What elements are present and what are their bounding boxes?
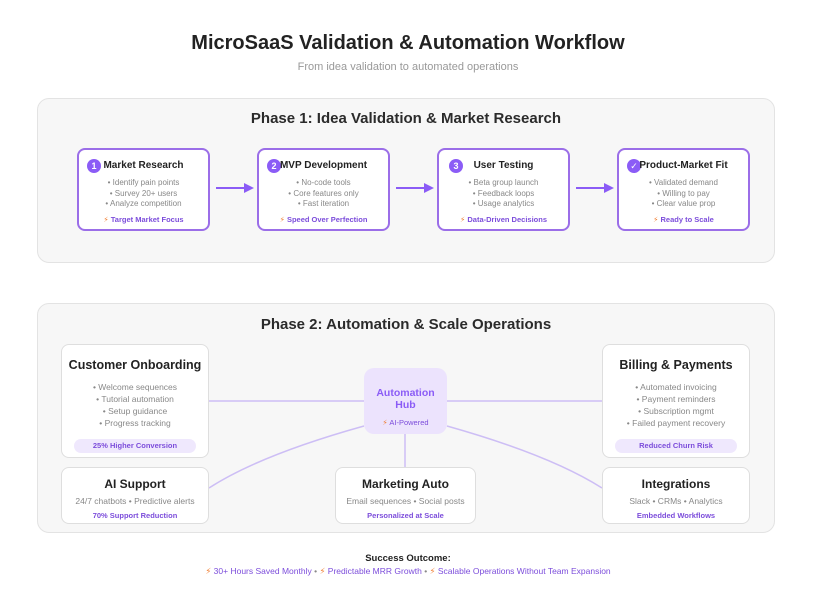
step-detail: • Core features only	[288, 188, 359, 198]
lightning-bolt-icon: ⚡	[205, 566, 212, 576]
metric-pill: 25% Higher Conversion	[74, 439, 196, 453]
step-footer: ⚡ Data-Driven Decisions	[439, 215, 568, 224]
phase-2-title: Phase 2: Automation & Scale Operations	[260, 316, 552, 333]
card-detail: • Subscription mgmt	[638, 406, 714, 416]
hub-footer-text: AI-Powered	[389, 418, 429, 427]
step-detail: • Beta group launch	[468, 178, 539, 187]
metric-pill: Reduced Churn Risk	[615, 439, 737, 453]
step-footer-text: Speed Over Perfection	[286, 215, 368, 224]
card-detail: • Progress tracking	[99, 418, 171, 428]
right-arrow-icon	[396, 183, 434, 193]
lightning-bolt-icon: ⚡	[429, 566, 436, 576]
step-detail: • Feedback loops	[472, 188, 535, 198]
card-detail: Slack • CRMs • Analytics	[629, 496, 723, 506]
lightning-bolt-icon: ⚡	[653, 215, 659, 224]
lightning-bolt-icon: ⚡	[460, 215, 466, 224]
step-title: Product-Market Fit	[639, 160, 728, 171]
card-footer: 70% Support Reduction	[92, 511, 178, 520]
step-footer-text: Target Market Focus	[110, 215, 184, 224]
card-detail: • Failed payment recovery	[626, 418, 726, 428]
step-product-market-fit: ✓ Product-Market Fit • Validated demand …	[617, 148, 750, 231]
card-ai-support: AI Support 24/7 chatbots • Predictive al…	[61, 467, 209, 524]
card-detail: • Tutorial automation	[96, 394, 174, 404]
step-footer-text: Data-Driven Decisions	[467, 215, 547, 224]
step-badge: 1	[87, 159, 101, 173]
card-footer: Personalized at Scale	[367, 511, 444, 520]
step-title: MVP Development	[279, 160, 368, 171]
step-footer: ⚡ Ready to Scale	[619, 215, 748, 224]
step-detail: • Analyze competition	[105, 199, 182, 208]
card-title: Customer Onboarding	[68, 358, 202, 372]
card-billing-payments: Billing & Payments • Automated invoicing…	[602, 344, 750, 458]
outcome-title: Success Outcome:	[365, 553, 451, 564]
hub-title-line: Automation	[376, 387, 435, 399]
step-market-research: 1 Market Research • Identify pain points…	[77, 148, 210, 231]
step-detail: • Validated demand	[649, 178, 718, 187]
phase-1-title: Phase 1: Idea Validation & Market Resear…	[250, 110, 562, 127]
automation-hub: Automation Hub ⚡ AI-Powered	[364, 368, 447, 434]
card-detail: • Setup guidance	[102, 406, 168, 416]
page-subtitle: From idea validation to automated operat…	[297, 61, 519, 73]
step-badge: 2	[267, 159, 281, 173]
separator: •	[424, 566, 428, 576]
right-arrow-icon	[576, 183, 614, 193]
step-detail: • Clear value prop	[651, 199, 716, 208]
card-detail: • Automated invoicing	[635, 382, 717, 392]
step-footer: ⚡ Speed Over Perfection	[259, 215, 388, 224]
hub-title: Automation Hub	[364, 387, 447, 411]
card-detail: 24/7 chatbots • Predictive alerts	[75, 496, 195, 506]
card-title: Billing & Payments	[619, 358, 733, 372]
card-integrations: Integrations Slack • CRMs • Analytics Em…	[602, 467, 750, 524]
right-arrow-icon	[216, 183, 254, 193]
step-title: User Testing	[473, 160, 534, 171]
lightning-bolt-icon: ⚡	[382, 418, 388, 427]
step-detail: • Fast iteration	[297, 199, 350, 208]
card-marketing-auto: Marketing Auto Email sequences • Social …	[335, 467, 476, 524]
step-detail: • Willing to pay	[657, 188, 710, 198]
card-title: Marketing Auto	[362, 477, 449, 491]
hub-footer: ⚡ AI-Powered	[364, 418, 447, 427]
card-footer: Embedded Workflows	[636, 511, 716, 520]
step-details: • Validated demand • Willing to pay • Cl…	[619, 178, 748, 210]
step-detail: • No-code tools	[296, 178, 351, 187]
step-title: Market Research	[103, 160, 184, 171]
checkmark-icon: ✓	[627, 159, 641, 173]
page-title: MicroSaaS Validation & Automation Workfl…	[191, 32, 625, 54]
step-details: • Beta group launch • Feedback loops • U…	[439, 178, 568, 210]
card-detail: • Welcome sequences	[92, 382, 178, 392]
lightning-bolt-icon: ⚡	[319, 566, 326, 576]
step-footer-text: Ready to Scale	[660, 215, 714, 224]
card-title: AI Support	[104, 477, 166, 491]
lightning-bolt-icon: ⚡	[103, 215, 109, 224]
card-title: Integrations	[641, 477, 711, 491]
step-footer: ⚡ Target Market Focus	[79, 215, 208, 224]
hub-title-line: Hub	[395, 399, 416, 411]
outcome-item: Scalable Operations Without Team Expansi…	[437, 566, 611, 576]
step-details: • No-code tools • Core features only • F…	[259, 178, 388, 210]
outcome-item: 30+ Hours Saved Monthly	[213, 566, 312, 576]
card-detail: Email sequences • Social posts	[346, 496, 465, 506]
step-detail: • Survey 20+ users	[109, 188, 178, 198]
step-user-testing: 3 User Testing • Beta group launch • Fee…	[437, 148, 570, 231]
card-details: • Welcome sequences • Tutorial automatio…	[62, 381, 208, 429]
step-mvp-development: 2 MVP Development • No-code tools • Core…	[257, 148, 390, 231]
lightning-bolt-icon: ⚡	[279, 215, 285, 224]
card-customer-onboarding: Customer Onboarding • Welcome sequences …	[61, 344, 209, 458]
card-detail: • Payment reminders	[636, 394, 716, 404]
step-detail: • Identify pain points	[107, 178, 180, 187]
step-details: • Identify pain points • Survey 20+ user…	[79, 178, 208, 210]
outcome-item: Predictable MRR Growth	[327, 566, 422, 576]
step-badge: 3	[449, 159, 463, 173]
card-details: • Automated invoicing • Payment reminder…	[603, 381, 749, 429]
step-detail: • Usage analytics	[472, 199, 535, 208]
outcome-list: ⚡ 30+ Hours Saved Monthly • ⚡ Predictabl…	[0, 566, 816, 577]
separator: •	[314, 566, 318, 576]
